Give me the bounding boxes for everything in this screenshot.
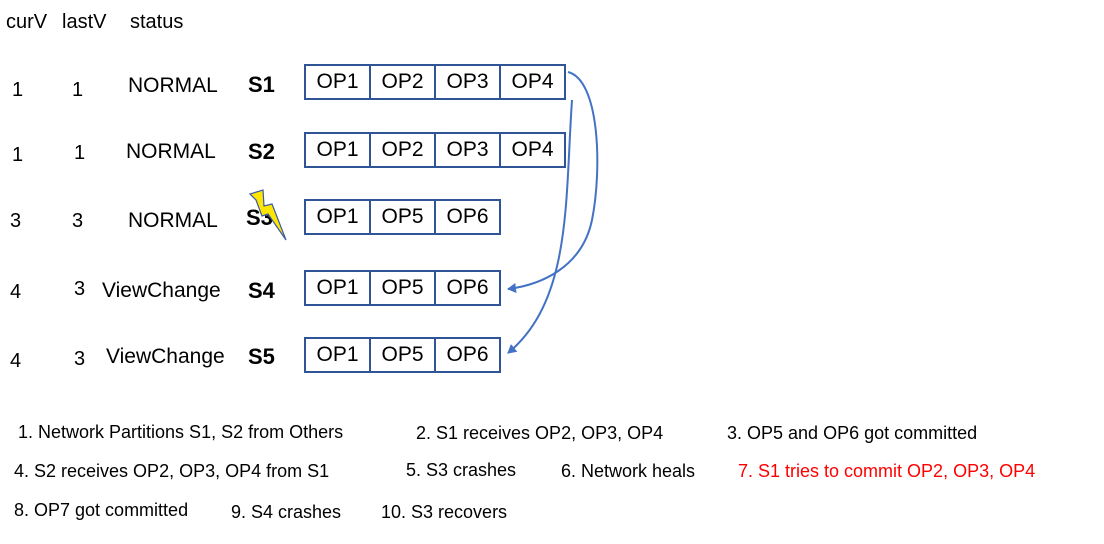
log-entry: OP2 (369, 64, 436, 100)
log-entry: OP3 (434, 132, 501, 168)
log-entry: OP2 (369, 132, 436, 168)
s1-curV: 1 (12, 79, 24, 101)
s1-lastV: 1 (72, 79, 84, 101)
event-5: 5. S3 crashes (406, 460, 517, 480)
log-entry: OP4 (499, 132, 566, 168)
event-1: 1. Network Partitions S1, S2 from Others (18, 422, 344, 442)
s5-label: S5 (248, 344, 275, 369)
log-entry: OP5 (369, 337, 436, 373)
s1-status: NORMAL (128, 74, 218, 97)
event-6: 6. Network heals (561, 461, 696, 481)
s4-curV: 4 (10, 281, 22, 303)
s5-status: ViewChange (106, 345, 225, 368)
event-10: 10. S3 recovers (381, 502, 508, 522)
s4-label: S4 (248, 278, 275, 303)
log-entry: OP6 (434, 270, 501, 306)
s2-status: NORMAL (126, 140, 216, 163)
s5-log: OP1 OP5 OP6 (304, 337, 501, 373)
s3-status: NORMAL (128, 209, 218, 232)
s3-lastV: 3 (72, 210, 84, 232)
s4-status: ViewChange (102, 279, 221, 302)
s3-curV: 3 (10, 210, 22, 232)
header-curV: curV (6, 11, 48, 33)
event-9: 9. S4 crashes (231, 502, 342, 522)
header-status: status (130, 11, 184, 33)
log-entry: OP5 (369, 270, 436, 306)
log-entry: OP6 (434, 199, 501, 235)
s2-curV: 1 (12, 144, 24, 166)
log-entry: OP4 (499, 64, 566, 100)
event-4: 4. S2 receives OP2, OP3, OP4 from S1 (14, 461, 330, 481)
s2-lastV: 1 (74, 142, 86, 164)
arrow-s1-to-s4 (507, 71, 599, 293)
log-entry: OP6 (434, 337, 501, 373)
s5-curV: 4 (10, 350, 22, 372)
log-entry: OP1 (304, 132, 371, 168)
s5-lastV: 3 (74, 348, 86, 370)
arrow-s1-to-s5 (507, 99, 573, 354)
s2-log: OP1 OP2 OP3 OP4 (304, 132, 566, 168)
log-entry: OP1 (304, 199, 371, 235)
s1-label: S1 (248, 72, 275, 97)
event-3: 3. OP5 and OP6 got committed (727, 423, 978, 443)
s1-log: OP1 OP2 OP3 OP4 (304, 64, 566, 100)
event-7: 7. S1 tries to commit OP2, OP3, OP4 (738, 461, 1036, 481)
lightning-bolt-icon (248, 189, 287, 241)
event-2: 2. S1 receives OP2, OP3, OP4 (416, 423, 664, 443)
s3-log: OP1 OP5 OP6 (304, 199, 501, 235)
event-8: 8. OP7 got committed (14, 500, 189, 520)
log-entry: OP1 (304, 270, 371, 306)
s4-lastV: 3 (74, 278, 86, 300)
s2-label: S2 (248, 139, 275, 164)
s4-log: OP1 OP5 OP6 (304, 270, 501, 306)
header-lastV: lastV (62, 11, 107, 33)
